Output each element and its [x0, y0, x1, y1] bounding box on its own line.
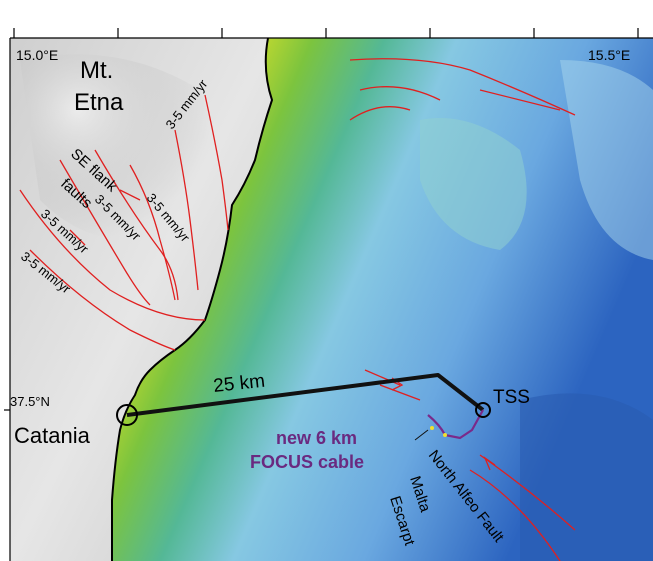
focus-leader-line	[414, 429, 429, 441]
volcano-name-line2: Etna	[74, 89, 124, 116]
focus-node	[430, 426, 434, 430]
cable-main-line	[126, 373, 485, 417]
focus-node	[443, 433, 447, 437]
bathymetry-shade	[560, 60, 653, 260]
focus-cable-label-line2: FOCUS cable	[250, 452, 364, 472]
offshore-faults	[349, 58, 576, 561]
focus-cable-label-line1: new 6 km	[276, 428, 357, 448]
bathymetry-shade	[420, 118, 527, 250]
tss-marker	[475, 402, 491, 418]
lon-left-label: 15.0°E	[16, 47, 58, 63]
lat-label: 37.5°N	[10, 394, 50, 409]
lon-ticks	[13, 28, 639, 38]
city-label: Catania	[14, 423, 91, 448]
bathymetry-shade	[520, 393, 653, 561]
catania-marker	[116, 404, 138, 426]
se-flank-faults	[19, 94, 229, 351]
lon-right-label: 15.5°E	[588, 47, 630, 63]
land-relief	[20, 54, 212, 241]
volcano-name-line1: Mt.	[80, 57, 113, 84]
station-label: TSS	[493, 387, 530, 408]
focus-cable-line	[427, 409, 484, 440]
